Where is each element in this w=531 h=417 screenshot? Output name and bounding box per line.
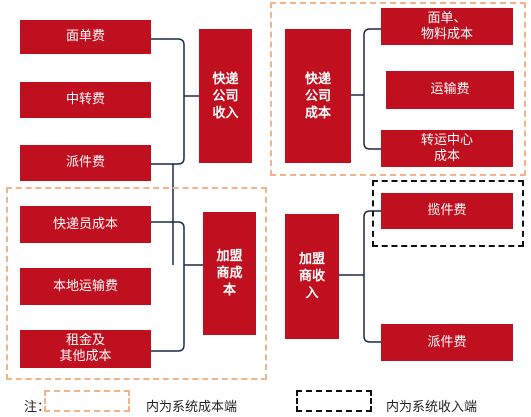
franchise-revenue-box: 加盟 商收 入 (285, 214, 339, 339)
local-transport-fee-box: 本地运输费 (20, 268, 151, 305)
right-delivery-fee-box: 派件费 (381, 324, 513, 361)
face-sheet-material-cost-box: 面单、 物料成本 (381, 8, 513, 45)
transfer-center-cost-box: 转运中心 成本 (381, 130, 513, 167)
face-sheet-fee-box: 面单费 (20, 20, 151, 54)
courier-cost-box: 快递员成本 (20, 206, 151, 243)
legend-black-swatch (296, 390, 372, 412)
brace-express-revenue (151, 38, 185, 165)
cost-region-left (6, 187, 267, 380)
legend-orange-swatch (44, 390, 130, 412)
express-company-revenue-box: 快递 公司 收入 (199, 29, 252, 163)
legend-cost-side: 内为系统成本端 (146, 400, 238, 415)
rent-other-cost-box: 租金及 其他成本 (20, 330, 151, 368)
brace-franchise-revenue (363, 210, 381, 343)
brace-franchise-cost (151, 221, 185, 352)
revenue-region-right (372, 180, 524, 247)
brace-express-cost (363, 28, 381, 150)
express-company-cost-box: 快递 公司 成本 (285, 29, 351, 163)
cost-region-right (270, 2, 526, 176)
transport-fee-box: 运输费 (386, 71, 514, 109)
pickup-fee-box: 揽件费 (381, 193, 513, 229)
franchise-cost-box: 加盟 商成 本 (203, 212, 256, 335)
legend-note-label: 注： (24, 400, 51, 415)
transfer-fee-box: 中转费 (20, 82, 151, 118)
delivery-fee-box: 派件费 (20, 145, 151, 181)
legend-revenue-side: 内为系统收入端 (386, 400, 478, 415)
